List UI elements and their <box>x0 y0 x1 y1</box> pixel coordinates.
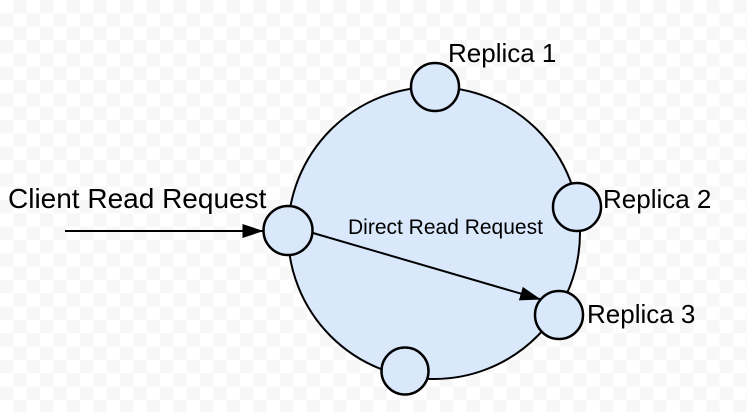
replica-1-label: Replica 1 <box>448 38 556 68</box>
replica-3-label: Replica 3 <box>587 299 695 329</box>
direct-read-arrow <box>312 232 542 301</box>
replica-2-node <box>551 181 603 233</box>
replica-2-label: Replica 2 <box>603 184 711 214</box>
entry-node <box>262 204 314 257</box>
client-read-request-label: Client Read Request <box>8 183 267 214</box>
replica-1-node <box>409 61 461 113</box>
replica-3-node <box>533 289 585 341</box>
bottom-node <box>380 346 430 396</box>
direct-read-request-label: Direct Read Request <box>348 216 543 239</box>
